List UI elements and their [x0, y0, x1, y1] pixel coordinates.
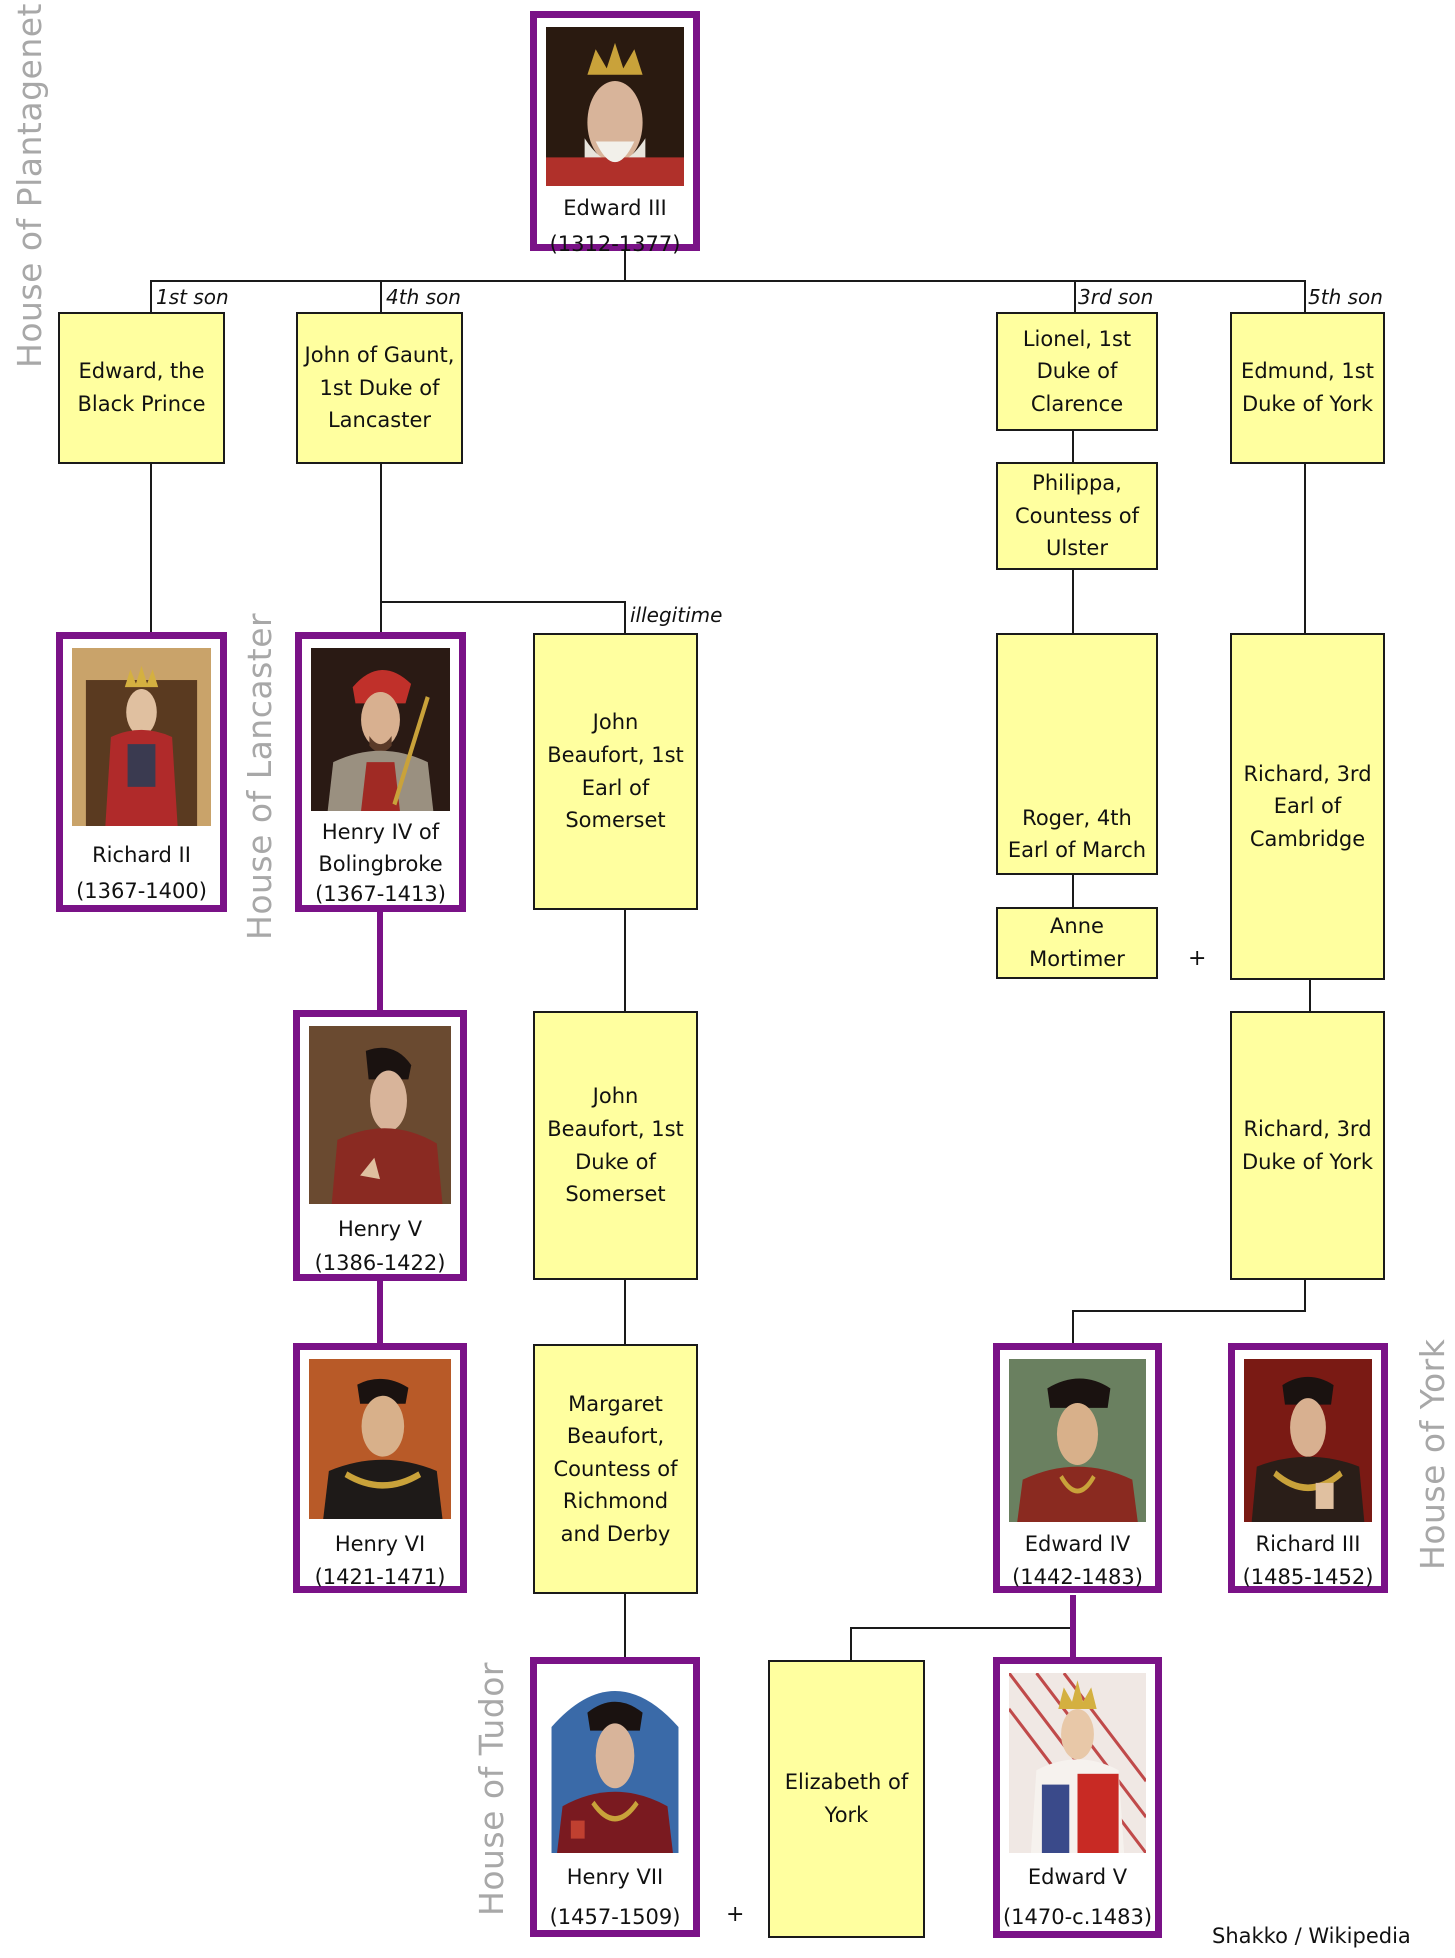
person-richard-cambridge: Richard, 3rd Earl of Cambridge	[1230, 633, 1385, 980]
connector	[150, 280, 1306, 282]
person-john-of-gaunt: John of Gaunt, 1st Duke of Lancaster	[296, 312, 463, 464]
person-dates: (1312-1377)	[549, 232, 681, 256]
person-henry-vii: Henry VII (1457-1509)	[530, 1657, 700, 1937]
person-dates: (1470-c.1483)	[1002, 1905, 1153, 1929]
person-john-beaufort-earl: John Beaufort, 1st Earl of Somerset	[533, 633, 698, 910]
connector	[1072, 1310, 1306, 1312]
portrait-image	[1244, 1359, 1372, 1522]
portrait-image	[546, 27, 684, 186]
person-name: Richard III	[1255, 1532, 1361, 1556]
relation-label: 4th son	[386, 285, 461, 309]
portrait-image	[1009, 1359, 1146, 1522]
portrait-image	[309, 1359, 451, 1519]
connector	[1072, 874, 1074, 909]
person-name: Richard II	[92, 843, 191, 867]
person-name: Henry IV of	[321, 820, 440, 844]
royal-succession-line	[377, 1279, 383, 1345]
connector	[1309, 979, 1311, 1014]
connector	[150, 463, 152, 634]
person-name: Edward IV	[1024, 1532, 1131, 1556]
house-label-lancaster: House of Lancaster	[240, 612, 279, 940]
house-label-plantagenet: House of Plantagenet	[10, 3, 49, 368]
person-anne-mortimer: Anne Mortimer	[996, 907, 1158, 979]
connector	[1072, 569, 1074, 635]
person-dates: (1457-1509)	[549, 1905, 681, 1929]
person-henry-iv: Henry IV of Bolingbroke (1367-1413)	[295, 632, 466, 912]
person-edward-v: Edward V (1470-c.1483)	[993, 1657, 1162, 1938]
person-dates: (1485-1452)	[1242, 1565, 1374, 1589]
person-roger-mortimer: Roger, 4th Earl of March	[996, 633, 1158, 875]
connector	[380, 280, 382, 314]
person-richard-iii: Richard III (1485-1452)	[1228, 1343, 1388, 1593]
person-name-line2: Bolingbroke	[318, 852, 443, 876]
person-name: Henry VI	[334, 1532, 426, 1556]
person-dates: (1386-1422)	[314, 1251, 446, 1275]
person-lionel: Lionel, 1st Duke of Clarence	[996, 312, 1158, 431]
connector	[150, 280, 152, 314]
connector	[624, 601, 626, 635]
marriage-symbol: +	[726, 1902, 745, 1927]
house-label-tudor: House of Tudor	[472, 1662, 511, 1916]
person-dates: (1367-1413)	[315, 882, 446, 906]
connector	[1304, 463, 1306, 635]
relation-label: 3rd son	[1078, 285, 1154, 309]
relation-label: illegitime	[630, 603, 723, 627]
connector	[1304, 1279, 1306, 1312]
person-margaret-beaufort: Margaret Beaufort, Countess of Richmond …	[533, 1344, 698, 1594]
connector	[380, 463, 382, 634]
connector	[624, 1279, 626, 1346]
marriage-symbol: +	[1188, 946, 1207, 971]
connector	[850, 1627, 852, 1662]
person-black-prince: Edward, the Black Prince	[58, 312, 225, 464]
person-john-beaufort-duke: John Beaufort, 1st Duke of Somerset	[533, 1011, 698, 1280]
connector	[1072, 1310, 1074, 1343]
person-richard-york: Richard, 3rd Duke of York	[1230, 1011, 1385, 1280]
connector	[1304, 280, 1306, 314]
relation-label: 5th son	[1308, 285, 1383, 309]
connector	[624, 247, 626, 281]
house-label-york: House of York	[1413, 1338, 1452, 1570]
royal-succession-line	[377, 910, 383, 1013]
person-henry-v: Henry V (1386-1422)	[293, 1010, 467, 1281]
person-edward-iii: Edward III (1312-1377)	[530, 11, 700, 256]
person-dates: (1442-1483)	[1012, 1565, 1143, 1589]
connector	[850, 1627, 1074, 1629]
person-elizabeth-of-york: Elizabeth of York	[768, 1660, 925, 1938]
connector	[1072, 430, 1074, 464]
royal-succession-line	[1070, 1595, 1076, 1661]
portrait-image	[72, 648, 211, 826]
portrait-image	[1009, 1673, 1146, 1853]
portrait-image	[311, 648, 450, 811]
person-henry-vi: Henry VI (1421-1471)	[293, 1343, 467, 1593]
person-edmund: Edmund, 1st Duke of York	[1230, 312, 1385, 464]
person-name: Henry V	[337, 1217, 423, 1241]
person-richard-ii: Richard II (1367-1400)	[56, 632, 227, 912]
connector	[380, 601, 626, 603]
image-credit: Shakko / Wikipedia	[1212, 1924, 1411, 1948]
connector	[624, 1594, 626, 1660]
person-name: Edward V	[1027, 1865, 1128, 1889]
portrait-image	[309, 1026, 451, 1204]
person-philippa: Philippa, Countess of Ulster	[996, 462, 1158, 570]
connector	[624, 908, 626, 1013]
portrait-image	[546, 1673, 684, 1853]
relation-label: 1st son	[156, 285, 229, 309]
person-dates: (1421-1471)	[314, 1565, 446, 1589]
connector	[1074, 280, 1076, 314]
person-name: Henry VII	[566, 1865, 664, 1889]
person-name: Edward III	[563, 196, 667, 220]
person-edward-iv: Edward IV (1442-1483)	[993, 1343, 1162, 1593]
person-dates: (1367-1400)	[76, 879, 207, 903]
